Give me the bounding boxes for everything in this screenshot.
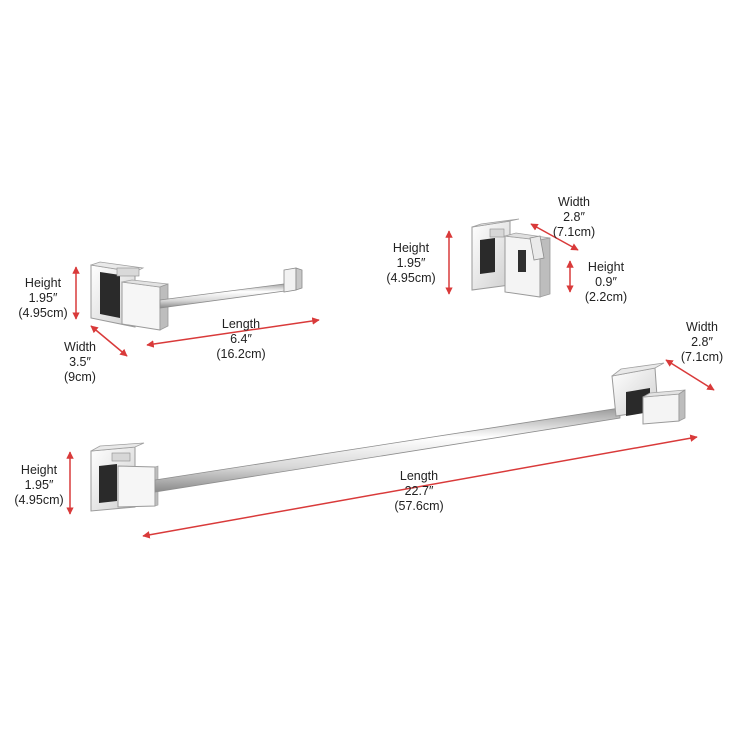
dimension-metric: (57.6cm) — [394, 499, 444, 513]
paper-holder-height-label: Height 1.95″ (4.95cm) — [10, 276, 76, 321]
robe-hook-width-arrow — [530, 223, 579, 251]
paper-holder-length-arrow — [146, 317, 320, 348]
dimension-metric: (2.2cm) — [584, 290, 628, 304]
dimension-metric: (9cm) — [64, 370, 96, 384]
dimension-value: 6.4″ — [230, 332, 252, 346]
towel-bar-height-label: Height 1.95″ (4.95cm) — [6, 463, 72, 508]
towel-bar-width-arrow — [665, 359, 715, 391]
dimension-value: 3.5″ — [69, 355, 91, 369]
dimension-name: Width — [686, 320, 718, 334]
dimension-metric: (7.1cm) — [680, 350, 724, 364]
paper-holder-width-arrow — [90, 325, 128, 357]
paper-holder-length-label: Length 6.4″ (16.2cm) — [206, 317, 276, 362]
dimension-metric: (4.95cm) — [386, 271, 436, 285]
dimension-metric: (4.95cm) — [14, 493, 64, 507]
dimension-name: Height — [24, 276, 62, 290]
robe-hook-illustration — [471, 218, 551, 298]
dimension-value: 1.95″ — [24, 478, 54, 492]
dimension-metric: (16.2cm) — [216, 347, 266, 361]
dimension-metric: (4.95cm) — [18, 306, 68, 320]
dimension-value: 0.9″ — [595, 275, 617, 289]
robe-hook-height-label: Height 1.95″ (4.95cm) — [378, 241, 444, 286]
dimension-value: 1.95″ — [28, 291, 58, 305]
dimension-name: Height — [392, 241, 430, 255]
dimension-value: 22.7″ — [404, 484, 434, 498]
robe-hook-width-label: Width 2.8″ (7.1cm) — [544, 195, 604, 240]
dimension-name: Length — [221, 317, 261, 331]
dimension-value: 2.8″ — [691, 335, 713, 349]
robe-hook-hook-height-label: Height 0.9″ (2.2cm) — [576, 260, 636, 305]
paper-holder-width-label: Width 3.5″ (9cm) — [50, 340, 110, 385]
towel-bar-length-arrow — [142, 434, 698, 539]
dimension-name: Width — [558, 195, 590, 209]
towel-bar-width-label: Width 2.8″ (7.1cm) — [672, 320, 732, 365]
dimension-value: 2.8″ — [563, 210, 585, 224]
towel-bar-length-label: Length 22.7″ (57.6cm) — [384, 469, 454, 514]
dimension-metric: (7.1cm) — [552, 225, 596, 239]
dimension-value: 1.95″ — [396, 256, 426, 270]
dimension-name: Width — [64, 340, 96, 354]
dimension-name: Height — [587, 260, 625, 274]
dimension-name: Height — [20, 463, 58, 477]
dimension-arrows — [66, 223, 715, 539]
dimension-name: Length — [399, 469, 439, 483]
